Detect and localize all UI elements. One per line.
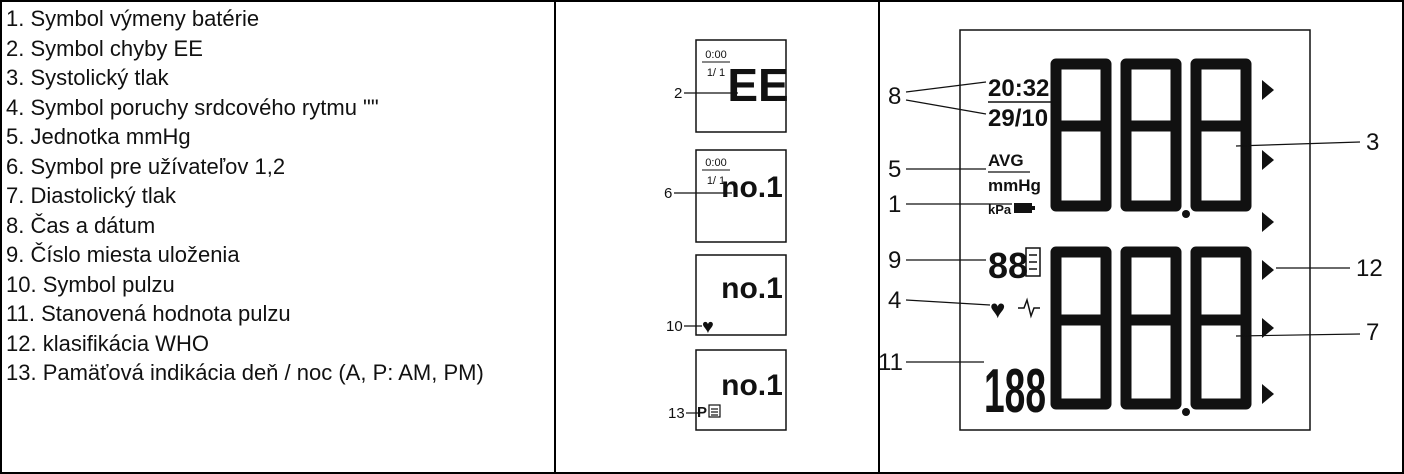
legend-item: 11. Stanovená hodnota pulzu bbox=[6, 301, 291, 326]
heart-icon: ♥ bbox=[702, 316, 714, 338]
legend-item: 13. Pamäťová indikácia deň / noc (A, P: … bbox=[6, 360, 484, 385]
callout-label: 8 bbox=[888, 83, 901, 110]
lcd-screen-main bbox=[959, 29, 1311, 431]
main-date: 29/10 bbox=[988, 105, 1048, 132]
callout-line bbox=[905, 81, 987, 93]
legend-item: 10. Symbol pulzu bbox=[6, 271, 175, 297]
error-code: EE bbox=[727, 59, 788, 111]
table-bottom-border bbox=[0, 472, 1404, 474]
decimal-point bbox=[1182, 210, 1190, 218]
callout-label: 3 bbox=[1366, 129, 1379, 156]
legend-item: 9. Číslo miesta uloženia bbox=[6, 242, 240, 267]
callout-line bbox=[905, 299, 991, 306]
callout-label: 1 bbox=[888, 191, 901, 218]
callout-label: 2 bbox=[674, 85, 682, 102]
table-left-border bbox=[0, 0, 2, 474]
callout-label: 5 bbox=[888, 156, 901, 183]
callout-line bbox=[1235, 141, 1361, 147]
user-number: no.1 bbox=[721, 171, 783, 204]
memory-slot-number: 88 bbox=[988, 245, 1028, 286]
callout-label: 7 bbox=[1366, 319, 1379, 346]
heart-icon: ♥ bbox=[990, 294, 1005, 324]
callout-label: 11 bbox=[880, 349, 903, 376]
callout-label: 12 bbox=[1356, 255, 1383, 282]
callout-label: 4 bbox=[888, 287, 901, 314]
lcd-screen-user bbox=[695, 149, 787, 243]
main-time: 20:32 bbox=[988, 75, 1049, 102]
avg-label: AVG bbox=[988, 151, 1024, 170]
who-classification-arrows bbox=[1262, 80, 1274, 404]
column-divider-1 bbox=[554, 0, 556, 474]
systolic-digits bbox=[1050, 58, 1252, 212]
lcd-screen-pulse bbox=[695, 254, 787, 336]
table-top-border bbox=[0, 0, 1404, 2]
lcd-date: 1/ 1 bbox=[707, 67, 725, 79]
user-number: no.1 bbox=[721, 272, 783, 305]
legend-item: 8. Čas a dátum bbox=[6, 212, 156, 238]
diastolic-digits bbox=[1050, 246, 1252, 410]
lcd-screen-error bbox=[695, 39, 787, 133]
legend-item: 2. Symbol chyby EE bbox=[6, 35, 203, 61]
decimal-point bbox=[1182, 408, 1190, 416]
pulse-wave-icon bbox=[1018, 297, 1040, 319]
column-divider-2 bbox=[878, 0, 880, 474]
callout-label: 10 bbox=[666, 318, 683, 335]
legend-item: 12. klasifikácia WHO bbox=[6, 330, 209, 356]
memory-book-icon bbox=[708, 404, 721, 418]
callout-line bbox=[905, 99, 987, 115]
unit-label: mmHg bbox=[988, 176, 1041, 195]
small-displays-figure: 0:00 1/ 1 EE 2 0:00 1/ 1 no.1 6 no.1 ♥ 1… bbox=[664, 39, 789, 431]
callout-line bbox=[1235, 333, 1361, 337]
lcd-date: 1/ 1 bbox=[707, 175, 725, 187]
callout-label: 6 bbox=[664, 185, 672, 202]
legend-item: 6. Symbol pre užívateľov 1,2 bbox=[6, 153, 286, 179]
table-right-border bbox=[1402, 0, 1404, 474]
legend-item: 3. Systolický tlak bbox=[6, 65, 169, 90]
legend-item: 1. Symbol výmeny batérie bbox=[6, 6, 260, 31]
lcd-time: 0:00 bbox=[705, 157, 726, 169]
battery-icon bbox=[1014, 203, 1035, 213]
callout-label: 13 bbox=[668, 405, 685, 422]
legend-item: 4. Symbol poruchy srdcového rytmu "" bbox=[6, 94, 379, 120]
user-number: no.1 bbox=[721, 369, 783, 402]
legend-list: 1. Symbol výmeny batérie 2. Symbol chyby… bbox=[6, 4, 554, 388]
lcd-time: 0:00 bbox=[705, 49, 726, 61]
legend-item: 5. Jednotka mmHg bbox=[6, 124, 191, 149]
callout-label: 9 bbox=[888, 247, 901, 274]
main-display-figure: 20:32 29/10 AVG mmHg kPa 88 ♥ 188 bbox=[880, 29, 1383, 431]
memory-book-icon bbox=[1025, 247, 1041, 277]
pulse-value: 188 bbox=[984, 357, 1046, 426]
legend-item: 7. Diastolický tlak bbox=[6, 183, 176, 208]
lcd-screen-ampm bbox=[695, 349, 787, 431]
ampm-indicator: P bbox=[697, 404, 707, 421]
kpa-label: kPa bbox=[988, 202, 1012, 217]
